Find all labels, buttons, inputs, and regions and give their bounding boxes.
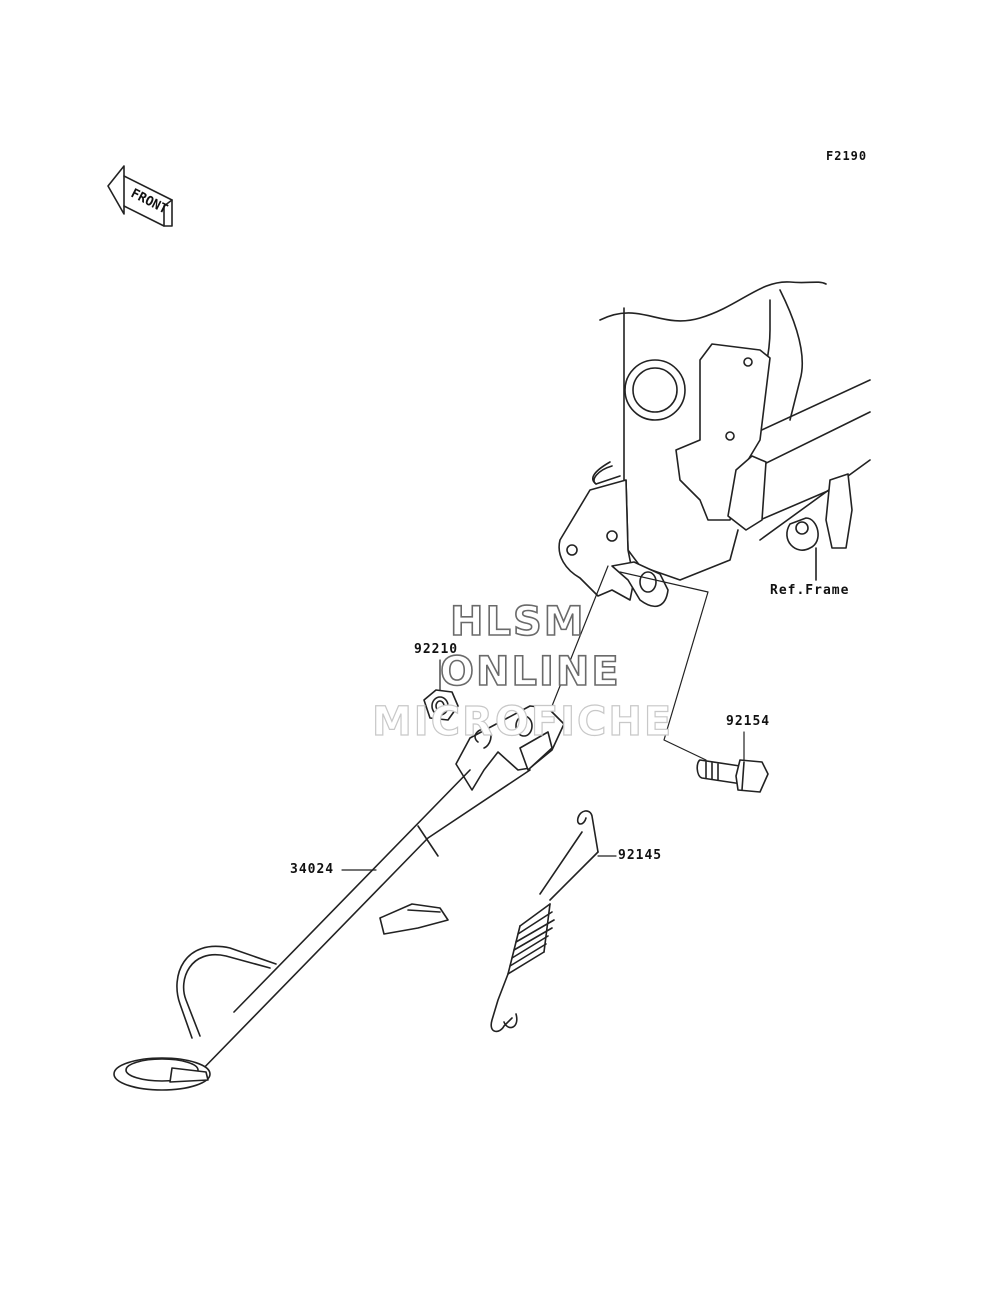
watermark-line1: HLSM — [449, 599, 586, 645]
nut-92210 — [423, 689, 459, 721]
watermark-line2: ONLINE — [439, 649, 621, 695]
spring-92145 — [490, 810, 599, 1033]
part-label-92145[interactable]: 92145 — [618, 848, 663, 863]
bolt-92154 — [696, 759, 769, 793]
watermark-line3: MICROFICHE — [371, 699, 674, 745]
frame-ref-drawing — [558, 281, 871, 608]
part-label-92210[interactable]: 92210 — [414, 642, 459, 657]
figure-code: F2190 — [826, 149, 868, 163]
front-arrow-icon: FRONT — [107, 165, 173, 227]
side-stand-34024 — [113, 705, 565, 1091]
part-label-92154[interactable]: 92154 — [726, 714, 771, 729]
part-label-34024[interactable]: 34024 — [290, 862, 335, 877]
leader-lines — [341, 565, 745, 871]
ref-frame-label: Ref.Frame — [770, 583, 850, 598]
